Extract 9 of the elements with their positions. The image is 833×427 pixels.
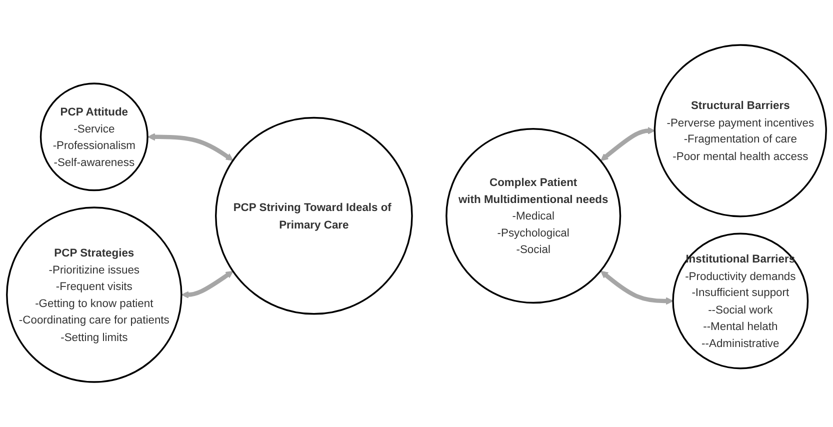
node-circle: PCP Strategies -Prioritizine issues -Frequent visits -Getting to know patient -Coordinating care for patients -Setting limits xyxy=(6,206,182,383)
node-circle: Structural Barriers -Perverse payment incentives -Fragmentation of care -Poor mental health access xyxy=(654,44,827,218)
node-circle: PCP Attitude -Service -Professionalism -Self-awareness xyxy=(40,82,148,192)
node-circle: PCP Striving Toward Ideals of Primary Care xyxy=(214,116,413,315)
arrow xyxy=(181,270,234,299)
arrow xyxy=(600,126,656,161)
arrow xyxy=(600,270,674,305)
arrow xyxy=(148,133,234,161)
node-circle: Complex Patient with Multidimentional needs -Medical -Psychological -Social xyxy=(446,128,622,304)
